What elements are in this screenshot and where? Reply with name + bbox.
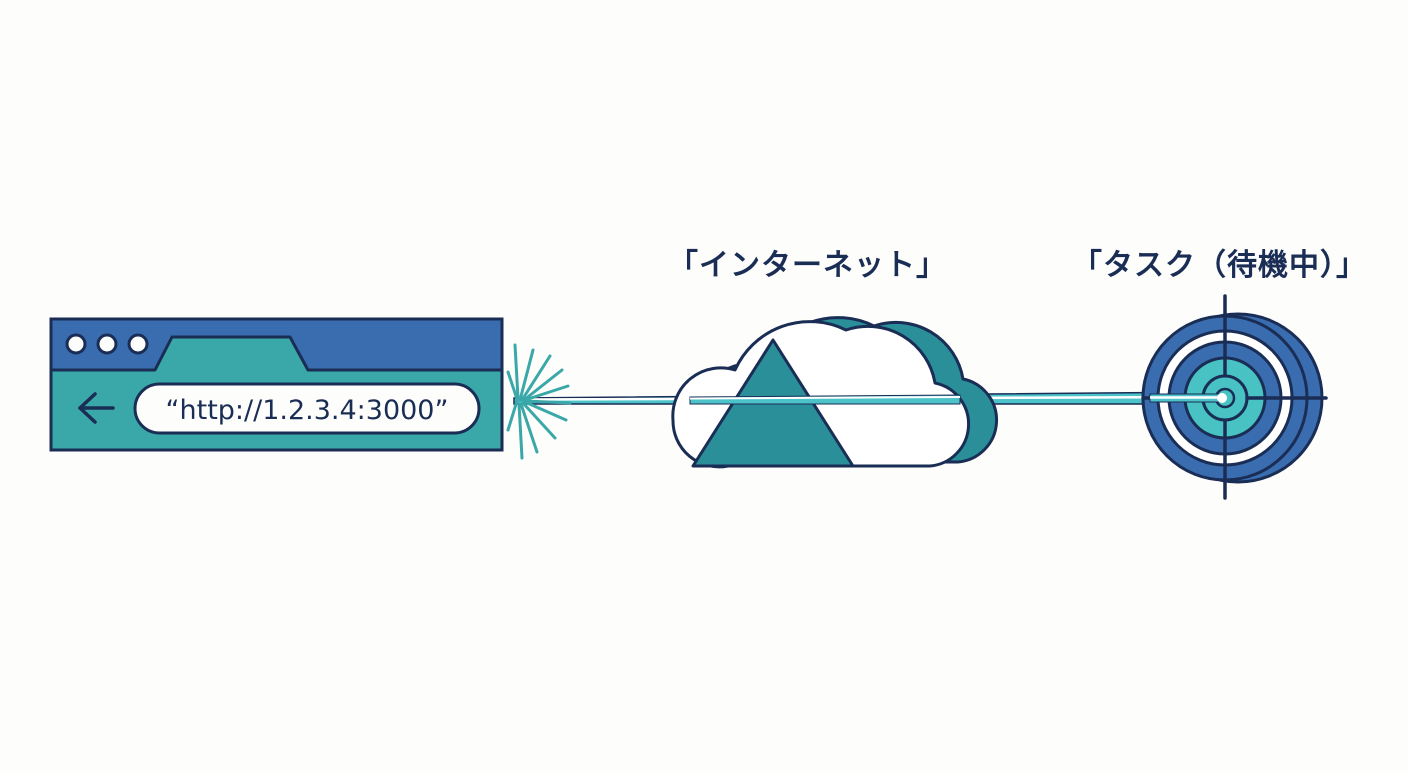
- url-text[interactable]: “http://1.2.3.4:3000”: [166, 395, 449, 426]
- spark-ray: [523, 400, 568, 422]
- task-label: 「タスク（待機中）」: [1072, 248, 1367, 283]
- spark-ray: [513, 343, 520, 400]
- spark-ray: [523, 399, 572, 405]
- spark-ray: [521, 401, 557, 440]
- window-dot: [65, 333, 87, 355]
- spark-ray: [506, 370, 519, 401]
- window-dot: [127, 333, 149, 355]
- browser-window: “http://1.2.3.4:3000”: [49, 317, 504, 452]
- spark-ray: [519, 402, 539, 454]
- spark-burst-icon: [506, 343, 572, 460]
- spark-ray: [506, 399, 519, 432]
- url-bar[interactable]: [133, 382, 481, 435]
- beam-impact-glow: [1217, 393, 1227, 403]
- arrow-left-icon[interactable]: [78, 392, 115, 424]
- arrow-head: [78, 392, 97, 424]
- beam-over-cloud: [689, 394, 961, 405]
- spark-ray: [518, 348, 535, 402]
- cloud-triangle-icon: [671, 316, 999, 469]
- spark-ray: [522, 368, 564, 402]
- spark-ray: [520, 354, 552, 402]
- browser-title-bar: [49, 317, 504, 372]
- window-dot: [96, 333, 118, 355]
- beam-segment-highlight: [689, 396, 961, 400]
- spark-ray: [517, 402, 524, 460]
- three-dots-icon: [65, 333, 149, 355]
- target-crosshair-icon[interactable]: [1141, 294, 1328, 500]
- internet-label: 「インターネット」: [668, 248, 947, 283]
- spark-ray: [523, 384, 570, 402]
